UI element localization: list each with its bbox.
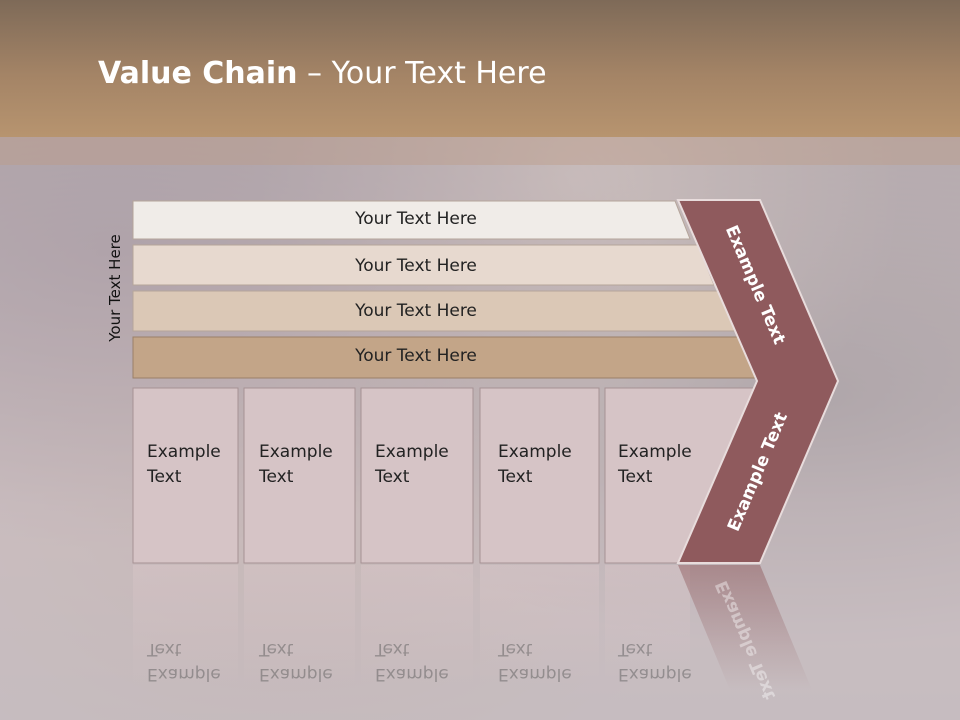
chevron-reflection: [678, 565, 812, 690]
box-shape-4: [479, 387, 600, 564]
box-shape-1: [132, 387, 239, 564]
box-reflection-text-5-line2: Text: [618, 639, 653, 659]
row-label-4: Your Text Here: [355, 346, 477, 366]
box-label-3-line1: Example: [375, 442, 449, 462]
row-shape-2: [132, 244, 715, 286]
box-reflection-4: [480, 565, 599, 685]
box-shape-2: [243, 387, 356, 564]
box-label-3: Example Text: [375, 440, 470, 490]
title-band-strip: [0, 137, 960, 165]
box-reflection-text-3: Example Text: [375, 636, 470, 686]
slide-title-bold: Value Chain: [98, 56, 298, 91]
box-label-5: Example Text: [618, 440, 713, 490]
title-band: [0, 0, 960, 137]
box-reflection-text-1: Example Text: [147, 636, 242, 686]
box-reflection-text-4: Example Text: [498, 636, 593, 686]
box-reflection-text-2: Example Text: [259, 636, 354, 686]
box-reflection-3: [361, 565, 473, 685]
box-shape-3: [360, 387, 474, 564]
box-reflection-text-3-line1: Example: [375, 664, 449, 684]
chevron-arrow: [676, 199, 840, 564]
box-reflection-text-1-line2: Text: [147, 639, 182, 659]
box-reflection-text-2-line2: Text: [259, 639, 294, 659]
box-label-4-line1: Example: [498, 442, 572, 462]
box-reflection-text-3-line2: Text: [375, 639, 410, 659]
box-reflection-text-4-line2: Text: [498, 639, 533, 659]
row-label-1: Your Text Here: [355, 209, 477, 229]
box-reflection-text-1-line1: Example: [147, 664, 221, 684]
box-label-3-line2: Text: [375, 467, 410, 487]
box-label-5-line2: Text: [618, 467, 653, 487]
box-reflection-2: [244, 565, 355, 685]
box-reflection-1: [133, 565, 238, 685]
box-reflection-text-2-line1: Example: [259, 664, 333, 684]
row-shape-1: [132, 200, 691, 240]
box-label-2-line1: Example: [259, 442, 333, 462]
slide-title-rest: – Your Text Here: [297, 56, 547, 91]
slide-title: Value Chain – Your Text Here: [98, 52, 547, 96]
box-label-2-line2: Text: [259, 467, 294, 487]
row-label-3: Your Text Here: [355, 301, 477, 321]
box-reflection-text-5-line1: Example: [618, 664, 692, 684]
box-label-4-line2: Text: [498, 467, 533, 487]
box-label-1: Example Text: [147, 440, 242, 490]
box-reflection-text-4-line1: Example: [498, 664, 572, 684]
box-label-2: Example Text: [259, 440, 354, 490]
box-label-5-line1: Example: [618, 442, 692, 462]
box-label-1-line1: Example: [147, 442, 221, 462]
box-reflection-text-5: Example Text: [618, 636, 713, 686]
box-label-4: Example Text: [498, 440, 593, 490]
row-label-2: Your Text Here: [355, 256, 477, 276]
box-reflection-5: [605, 565, 690, 685]
box-label-1-line2: Text: [147, 467, 182, 487]
